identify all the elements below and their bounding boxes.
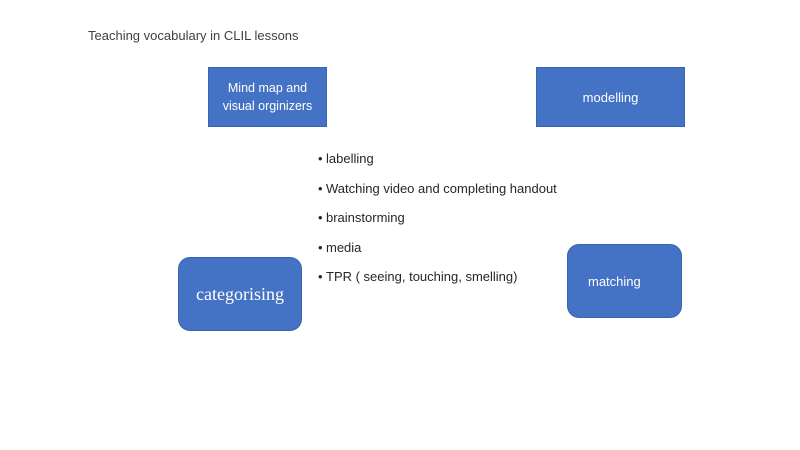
bullet-icon: • [318, 151, 323, 166]
mind-map-box: Mind map and visual orginizers [208, 67, 327, 127]
matching-label: matching [588, 273, 641, 289]
bullet-icon: • [318, 269, 323, 284]
bullet-icon: • [318, 239, 323, 255]
categorising-box: categorising [178, 257, 302, 331]
matching-box: matching [567, 244, 682, 318]
list-item: •labelling [318, 151, 374, 166]
bullet-icon: • [318, 180, 323, 196]
slide-title: Teaching vocabulary in CLIL lessons [88, 28, 299, 43]
modelling-label: modelling [582, 89, 639, 105]
activity-list: •labelling •Watching video and completin… [318, 150, 557, 298]
mind-map-label: Mind map and visual orginizers [222, 81, 313, 113]
modelling-box: modelling [536, 67, 685, 127]
categorising-label: categorising [196, 283, 284, 304]
list-item: •brainstorming [318, 210, 405, 225]
bullet-icon: • [318, 210, 323, 225]
list-item: •TPR ( seeing, touching, smelling) [318, 269, 518, 284]
list-item: •Watching video and completing handout [318, 180, 557, 196]
list-item: •media [318, 239, 362, 255]
